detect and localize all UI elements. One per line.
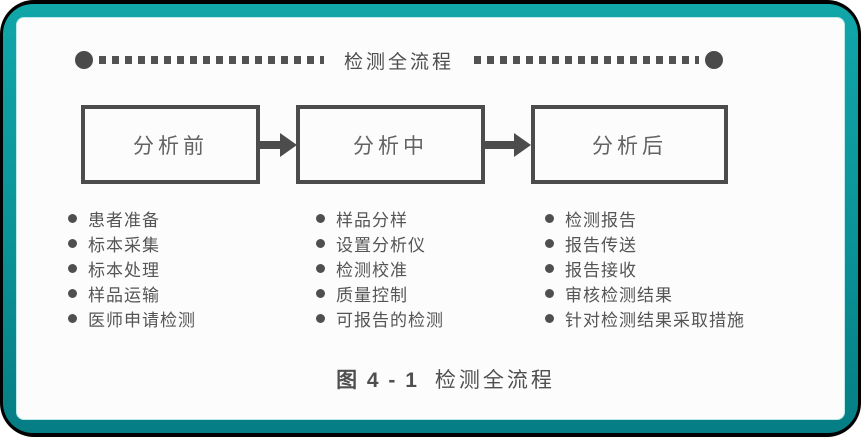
list-item: 报告接收 (545, 256, 745, 281)
list-item: 标本处理 (68, 256, 196, 281)
list-item: 报告传送 (545, 231, 745, 256)
bullet-icon (68, 264, 77, 273)
list-item-label: 可报告的检测 (336, 311, 444, 330)
dashed-line-right (474, 56, 700, 64)
list-item-label: 针对检测结果采取措施 (565, 311, 745, 330)
list-item: 样品运输 (68, 281, 196, 306)
bullet-icon (68, 239, 77, 248)
bullet-icon (545, 239, 554, 248)
bullet-icon (545, 214, 554, 223)
list-item: 样品分样 (316, 206, 444, 231)
bullet-icon (68, 314, 77, 323)
list-item-label: 报告传送 (565, 236, 637, 255)
list-item: 检测报告 (545, 206, 745, 231)
list-item-label: 质量控制 (336, 286, 408, 305)
list-item: 审核检测结果 (545, 281, 745, 306)
bullet-icon (545, 289, 554, 298)
list-item-label: 报告接收 (565, 261, 637, 280)
endpoint-dot-icon (75, 51, 93, 69)
bullet-icon (316, 239, 325, 248)
bullet-icon (545, 314, 554, 323)
stage-box-in-analysis: 分析中 (296, 105, 485, 184)
list-item: 设置分析仪 (316, 231, 444, 256)
diagram-title: 检测全流程 (344, 51, 455, 73)
page-background: 检测全流程 分析前 分析中 分析后 患者准备 标本采集 标本处理 样品运输 医师… (16, 17, 845, 420)
list-item-label: 审核检测结果 (565, 286, 673, 305)
list-item-label: 设置分析仪 (336, 236, 426, 255)
arrow-right-icon (483, 141, 516, 149)
list-item-label: 标本处理 (88, 261, 160, 280)
list-item-label: 样品运输 (88, 286, 160, 305)
list-item: 质量控制 (316, 281, 444, 306)
list-item-label: 患者准备 (88, 211, 160, 230)
stage-label: 分析后 (592, 134, 667, 158)
list-item: 医师申请检测 (68, 306, 196, 331)
stage-box-post-analysis: 分析后 (531, 105, 728, 184)
list-item-label: 医师申请检测 (88, 311, 196, 330)
list-item-label: 标本采集 (88, 236, 160, 255)
list-pre-analysis: 患者准备 标本采集 标本处理 样品运输 医师申请检测 (68, 206, 196, 331)
bullet-icon (68, 214, 77, 223)
figure-caption-text: 检测全流程 (434, 369, 555, 392)
list-item: 标本采集 (68, 231, 196, 256)
list-item: 患者准备 (68, 206, 196, 231)
header-dotted-line: 检测全流程 (75, 49, 724, 73)
figure-number: 图 4 - 1 (336, 369, 419, 392)
arrow-right-icon (258, 141, 282, 149)
list-item-label: 样品分样 (336, 211, 408, 230)
dashed-line-left (99, 56, 324, 64)
arrow-right-icon (514, 133, 531, 157)
list-item: 检测校准 (316, 256, 444, 281)
stage-label: 分析前 (133, 134, 208, 158)
bullet-icon (316, 264, 325, 273)
arrow-right-icon (280, 133, 297, 157)
bullet-icon (316, 289, 325, 298)
bullet-icon (316, 214, 325, 223)
figure-caption: 图 4 - 1 检测全流程 (47, 364, 844, 394)
stage-label: 分析中 (353, 134, 428, 158)
endpoint-dot-icon (705, 51, 724, 69)
bullet-icon (545, 264, 554, 273)
stage-box-pre-analysis: 分析前 (81, 105, 260, 184)
list-in-analysis: 样品分样 设置分析仪 检测校准 质量控制 可报告的检测 (316, 206, 444, 331)
list-item: 可报告的检测 (316, 306, 444, 331)
list-item-label: 检测报告 (565, 211, 637, 230)
list-post-analysis: 检测报告 报告传送 报告接收 审核检测结果 针对检测结果采取措施 (545, 206, 745, 331)
bullet-icon (68, 289, 77, 298)
bullet-icon (316, 314, 325, 323)
list-item-label: 检测校准 (336, 261, 408, 280)
list-item: 针对检测结果采取措施 (545, 306, 745, 331)
